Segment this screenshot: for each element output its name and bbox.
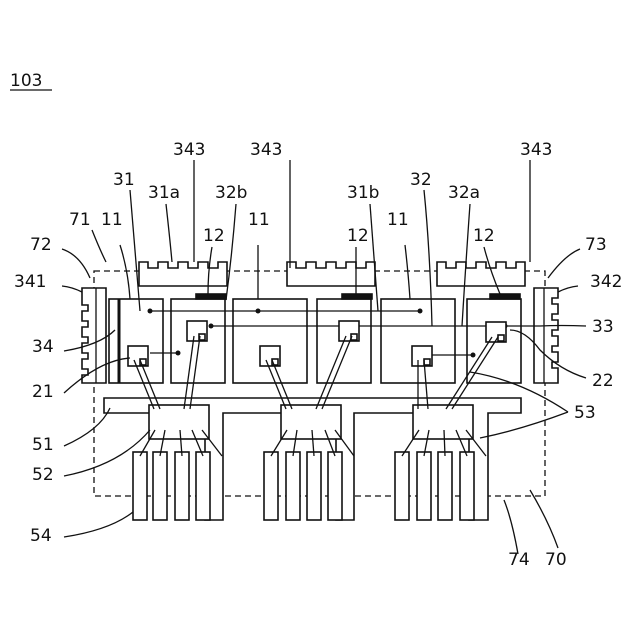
element-22-right-pad <box>498 335 504 341</box>
label-52: 52 <box>32 465 54 485</box>
label-70: 70 <box>545 550 567 570</box>
label-11-right: 11 <box>387 210 409 230</box>
electrode-12-right <box>490 294 520 299</box>
top-comb-middle <box>287 262 375 286</box>
label-71: 71 <box>69 210 91 230</box>
label-12-right: 12 <box>473 226 495 246</box>
label-31b: 31b <box>347 183 379 203</box>
top-comb-left <box>139 262 227 286</box>
label-343-middle: 343 <box>250 140 282 160</box>
label-11-left: 11 <box>101 210 123 230</box>
label-32a: 32a <box>448 183 480 203</box>
lead-pins-right <box>395 452 474 520</box>
label-73: 73 <box>585 235 607 255</box>
bus-32-node-1 <box>209 324 214 329</box>
label-12-left: 12 <box>203 226 225 246</box>
driver-ic-right <box>413 405 473 439</box>
left-comb-heatsink <box>82 288 106 383</box>
label-11-middle: 11 <box>248 210 270 230</box>
label-54: 54 <box>30 526 52 546</box>
label-22: 22 <box>592 371 614 391</box>
label-32b: 32b <box>215 183 247 203</box>
label-31a: 31a <box>148 183 180 203</box>
lead-pins-middle <box>264 452 342 520</box>
label-53: 53 <box>574 403 596 423</box>
bus-31-node-3 <box>418 309 423 314</box>
label-74: 74 <box>508 550 530 570</box>
top-comb-right <box>437 262 525 286</box>
bus-34-node <box>176 351 181 356</box>
label-34: 34 <box>32 337 54 357</box>
right-comb-heatsink <box>534 288 558 383</box>
label-51: 51 <box>32 435 54 455</box>
label-343-right: 343 <box>520 140 552 160</box>
bus-22-node <box>471 353 476 358</box>
label-343-left: 343 <box>173 140 205 160</box>
label-72: 72 <box>30 235 52 255</box>
label-31: 31 <box>113 170 135 190</box>
electrode-12-middle <box>342 294 372 299</box>
driver-ic-left <box>149 405 209 439</box>
driver-ic-middle <box>281 405 341 439</box>
label-342: 342 <box>590 272 622 292</box>
bus-31-node-1 <box>148 309 153 314</box>
label-32: 32 <box>410 170 432 190</box>
bus-31-node-2 <box>256 309 261 314</box>
label-341: 341 <box>14 272 46 292</box>
label-12-middle: 12 <box>347 226 369 246</box>
electrode-12-left <box>196 294 226 299</box>
lead-pins-left <box>133 452 210 520</box>
figure-number: 103 <box>10 71 42 91</box>
label-33: 33 <box>592 317 614 337</box>
label-21: 21 <box>32 382 54 402</box>
